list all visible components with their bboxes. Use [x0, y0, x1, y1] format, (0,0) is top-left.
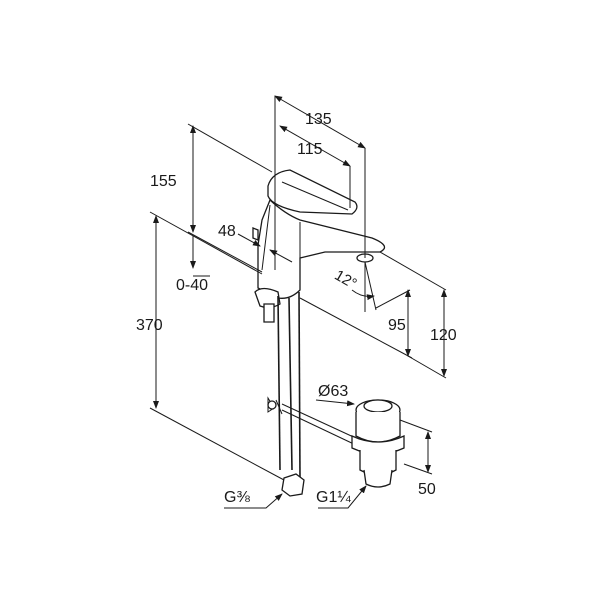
label-135: 135: [305, 111, 332, 128]
dimension-diameter: Ø63: [315, 383, 355, 407]
label-thread-drain: G1¼: [316, 489, 351, 506]
dimension-135: 135: [274, 95, 366, 270]
thread-drain: G1¼: [316, 485, 367, 509]
thread-hose: G⅜: [224, 489, 283, 509]
label-370: 370: [136, 317, 163, 334]
dimension-0-40: 0-40: [176, 236, 210, 294]
dimension-370: 370: [136, 211, 285, 481]
dimension-50: 50: [399, 419, 436, 498]
label-0-40: 0-40: [176, 277, 208, 294]
dimension-48: 48: [218, 223, 293, 263]
label-155: 155: [150, 173, 177, 190]
dimension-95: 95: [299, 289, 413, 359]
dimension-angle: 12°: [331, 261, 377, 312]
faucet-body: [252, 169, 386, 497]
label-115: 115: [297, 141, 323, 158]
dimension-155: 155: [150, 123, 273, 273]
label-angle: 12°: [331, 267, 359, 293]
label-diameter: Ø63: [318, 383, 348, 400]
dimension-120: 120: [379, 251, 457, 379]
label-thread-hose: G⅜: [224, 489, 250, 506]
drain-assembly: [351, 399, 405, 488]
dimension-115: 115: [279, 125, 351, 208]
label-120: 120: [430, 327, 457, 344]
label-50: 50: [418, 481, 436, 498]
label-95: 95: [388, 317, 406, 334]
label-48: 48: [218, 223, 236, 240]
